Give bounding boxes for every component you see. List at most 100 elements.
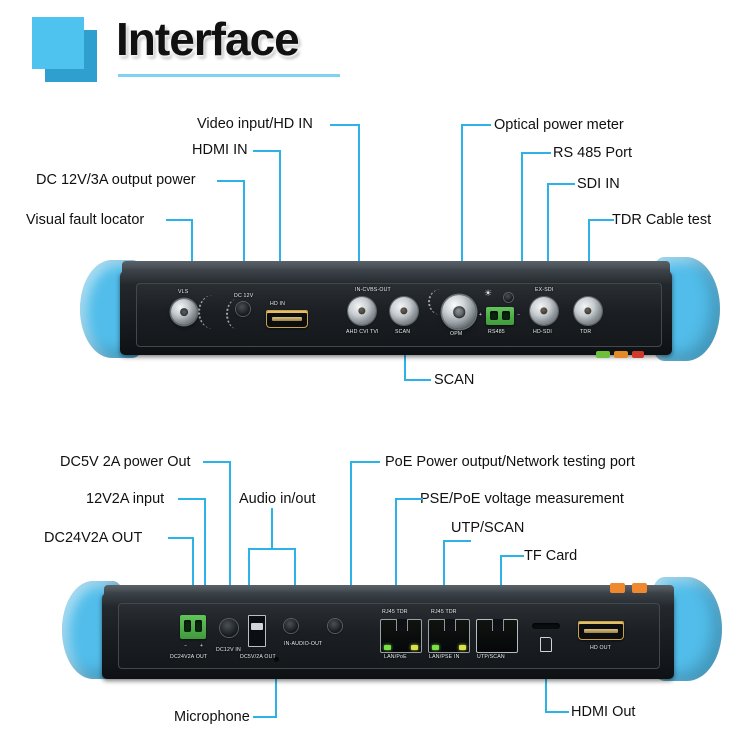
leader-dc5v-h	[203, 461, 231, 463]
callout-hdmi-out: HDMI Out	[571, 704, 636, 720]
port-label-dc5v-2a-out: DC5V/2A OUT	[240, 654, 276, 660]
leader-audio-stem	[271, 508, 273, 550]
port-label-dc12v-in: DC12V IN	[216, 647, 241, 653]
leader-12v2a-v	[204, 498, 206, 631]
leader-microphone-v	[275, 664, 277, 718]
leader-rs485-h	[521, 152, 551, 154]
callout-tf-card: TF Card	[524, 548, 578, 564]
chain-decoration-dc12v	[226, 299, 248, 329]
leader-audio-bracket	[248, 548, 296, 550]
button-green-top-device[interactable]	[596, 351, 610, 358]
callout-utp-scan: UTP/SCAN	[451, 520, 525, 536]
lan-poe-port	[380, 619, 422, 653]
port-label-in-cvbs-out: IN-CVBS-OUT	[355, 287, 391, 293]
callout-scan: SCAN	[434, 372, 475, 388]
port-label-rs485: RS485	[488, 329, 505, 335]
port-label-rs485-plus: +	[479, 312, 483, 318]
top-device: VLS DC 12V HD IN IN-CVBS-OUT AHD CVI TVI…	[80, 255, 720, 375]
leader-dc5v-v	[229, 461, 231, 633]
callout-12v2a-input: 12V2A input	[86, 491, 165, 507]
utp-scan-port	[476, 619, 518, 653]
bottom-device: − + DC24V2A OUT DC12V IN DC5V/2A OUT IN-…	[62, 565, 722, 695]
port-label-hd-in: HD IN	[270, 301, 286, 307]
leader-tdr-h	[588, 219, 614, 221]
callout-pse-poe-voltage: PSE/PoE voltage measurement	[420, 491, 624, 507]
port-label-dc24v-plus: +	[200, 643, 204, 649]
port-label-vls: VLS	[178, 289, 189, 295]
leader-hdmi-out-h	[545, 711, 569, 713]
leader-dc24v2a-v	[192, 537, 194, 626]
lan-pse-in-port	[428, 619, 470, 653]
port-label-scan: SCAN	[395, 329, 411, 335]
port-label-tdr: TDR	[580, 329, 592, 335]
button-red-top-device[interactable]	[632, 351, 644, 358]
hdmi-in-port	[266, 310, 308, 328]
leader-hdmi-out-v	[545, 648, 547, 713]
port-label-hd-out: HD OUT	[590, 645, 612, 651]
leader-pse-v	[395, 498, 397, 633]
rj45-led-green-2	[432, 644, 440, 650]
port-label-ahd-cvi-tvi: AHD CVI TVI	[346, 329, 379, 335]
rs485-terminal-port	[486, 307, 514, 325]
rj45-led-yellow-1	[410, 644, 418, 650]
leader-visual-fault-locator-h	[166, 219, 193, 221]
optical-power-meter-port	[442, 295, 476, 329]
port-label-dc24v-minus: −	[184, 643, 188, 649]
rs485-hole-left	[489, 310, 498, 320]
port-label-rs485-minus: −	[517, 312, 521, 318]
button-orange-top-device[interactable]	[614, 351, 628, 358]
port-label-rj45-tdr-1: RJ45 TDR	[382, 609, 408, 615]
rj45-led-yellow-2	[458, 644, 466, 650]
dc24v2a-out-port	[180, 615, 206, 639]
port-label-dc24v2a-out: DC24V2A OUT	[170, 654, 208, 660]
leader-sdi-in-h	[547, 183, 575, 185]
port-label-lan-pse-in: LAN/PSE IN	[429, 654, 460, 660]
port-label-hd-sdi: HD-SDI	[533, 329, 553, 335]
dc12v-in-port	[220, 619, 238, 637]
callout-poe-power-output: PoE Power output/Network testing port	[385, 454, 635, 470]
port-label-dc12v: DC 12V	[234, 293, 254, 299]
callout-hdmi-in: HDMI IN	[192, 142, 248, 158]
port-label-in-audio-out: IN-AUDIO-OUT	[284, 641, 323, 647]
callout-dc-12v-3a-output-power: DC 12V/3A output power	[36, 172, 196, 188]
button-orange-left-bottom-device[interactable]	[610, 583, 625, 593]
leader-poe-h	[350, 461, 380, 463]
tdr-cable-test-port	[574, 297, 602, 325]
leader-hdmi-in-h	[253, 150, 281, 152]
callout-rs-485-port: RS 485 Port	[553, 145, 632, 161]
leader-video-input-v	[358, 124, 360, 320]
leader-dc12v-v	[243, 180, 245, 306]
backlight-icon: ☀	[484, 288, 493, 298]
port-label-opm: OPM	[450, 331, 463, 337]
leader-pse-h	[395, 498, 423, 500]
leader-opm-h	[461, 124, 491, 126]
dc24v-hole-left	[183, 620, 191, 632]
tf-card-icon	[540, 637, 552, 652]
callout-video-input-hd-in: Video input/HD IN	[197, 116, 313, 132]
port-label-utp-scan: UTP/SCAN	[477, 654, 505, 660]
rj45-led-green-1	[384, 644, 392, 650]
leader-poe-v	[350, 461, 352, 633]
callout-optical-power-meter: Optical power meter	[494, 117, 624, 133]
hdmi-out-port	[578, 621, 624, 640]
port-label-lan-poe: LAN/PoE	[384, 654, 407, 660]
audio-out-port	[328, 619, 342, 633]
sdi-in-port	[530, 297, 558, 325]
port-label-rj45-tdr-2: RJ45 TDR	[431, 609, 457, 615]
dc24v-hole-right	[194, 620, 202, 632]
rj45-tab-2	[444, 619, 456, 632]
callout-microphone: Microphone	[174, 709, 250, 725]
leader-dc24v2a-h	[168, 537, 194, 539]
bnc-video-input-port	[348, 297, 376, 325]
audio-in-port	[284, 619, 298, 633]
leader-video-input-h	[330, 124, 360, 126]
callout-tdr-cable-test: TDR Cable test	[612, 212, 712, 228]
leader-dc12v-h	[217, 180, 245, 182]
microphone-hole	[274, 657, 279, 662]
callout-dc5v-2a-power-out: DC5V 2A power Out	[60, 454, 191, 470]
dc5v-2a-out-usb-port	[248, 615, 266, 647]
button-orange-right-bottom-device[interactable]	[632, 583, 647, 593]
rj45-tab-1	[396, 619, 408, 632]
rs485-hole-right	[501, 310, 510, 320]
page-title: Interface	[116, 13, 300, 65]
